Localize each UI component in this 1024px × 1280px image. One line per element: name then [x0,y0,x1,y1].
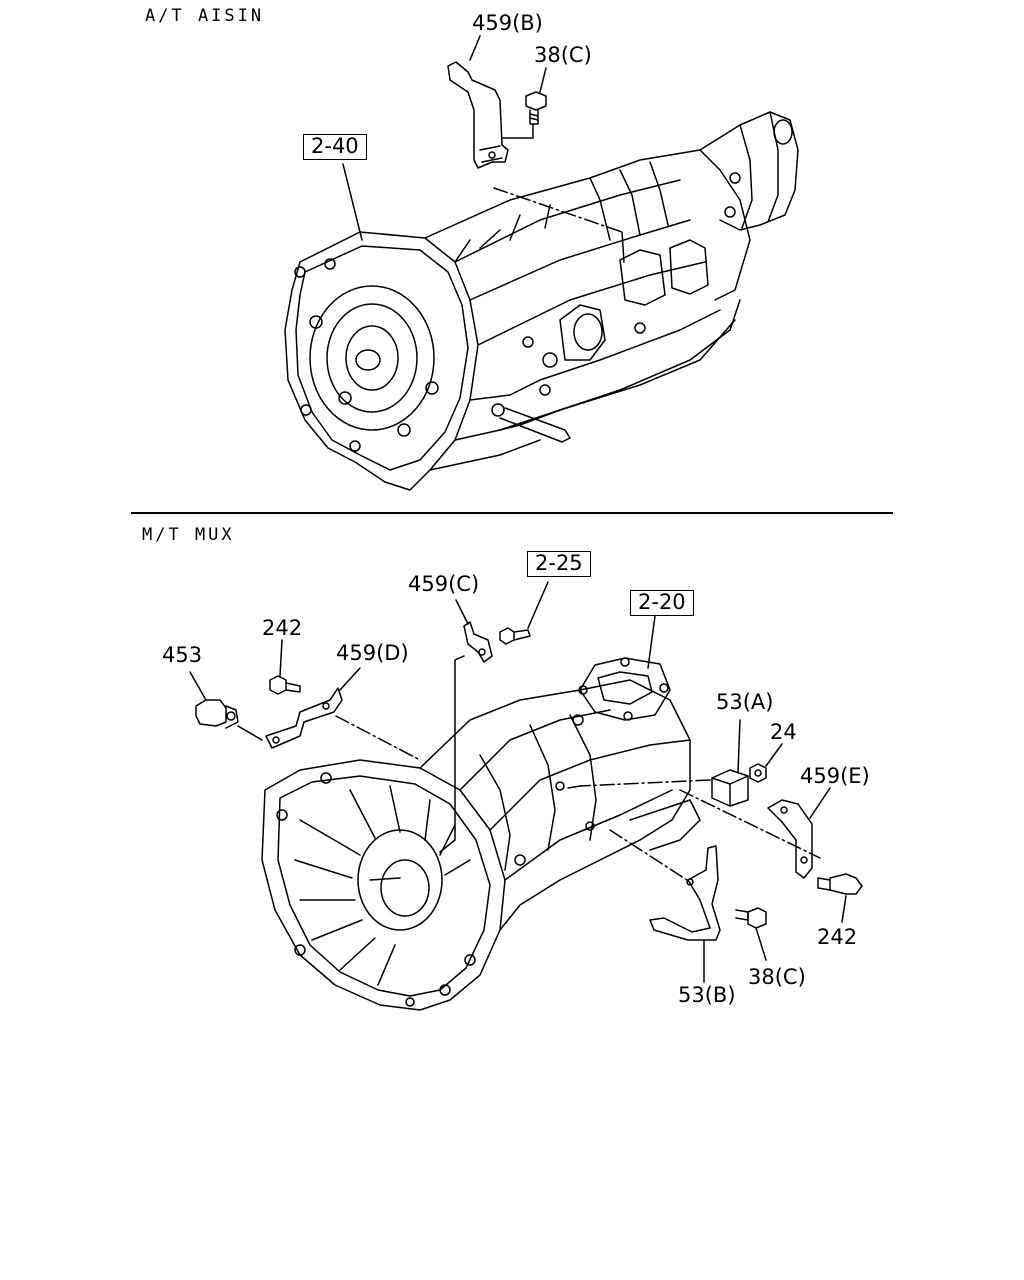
label-459c: 459(C) [408,572,480,596]
block-53a-illustration [712,770,748,806]
label-459e: 459(E) [800,764,870,788]
bolt-38c-top-illustration [526,92,546,124]
section-heading-at-aisin: A/T AISIN [145,6,265,26]
label-242-left: 242 [262,616,303,640]
label-38c-top: 38(C) [534,43,592,67]
bolt-242-right-illustration [818,874,862,894]
bottom-leader-lines [190,582,846,982]
label-459d: 459(D) [336,641,409,665]
label-453: 453 [162,643,203,667]
manual-transmission-illustration [262,658,700,1010]
label-459b: 459(B) [472,11,543,35]
bracket-459d-illustration [266,688,342,748]
ref-box-2-20: 2-20 [630,590,694,616]
nut-24-illustration [750,764,766,782]
section-divider [131,512,893,514]
section-heading-mt-mux: M/T MUX [142,525,235,545]
bracket-459c-illustration [464,622,492,662]
automatic-transmission-illustration [285,112,798,490]
bolt-2-25-illustration [500,628,530,644]
label-38c-bottom: 38(C) [748,965,806,989]
top-leader-lines [343,36,624,262]
ref-box-2-25: 2-25 [527,551,591,577]
label-242-right: 242 [817,925,858,949]
label-24: 24 [770,720,797,744]
bracket-53b-illustration [650,846,720,940]
bracket-459b-illustration [448,62,508,168]
bolt-242-left-illustration [270,676,300,694]
label-53a: 53(A) [716,690,774,714]
bolt-38c-bottom-illustration [736,908,766,928]
sensor-453-illustration [196,700,238,728]
ref-box-2-40: 2-40 [303,134,367,160]
bracket-459e-illustration [768,800,812,878]
label-53b: 53(B) [678,983,736,1007]
